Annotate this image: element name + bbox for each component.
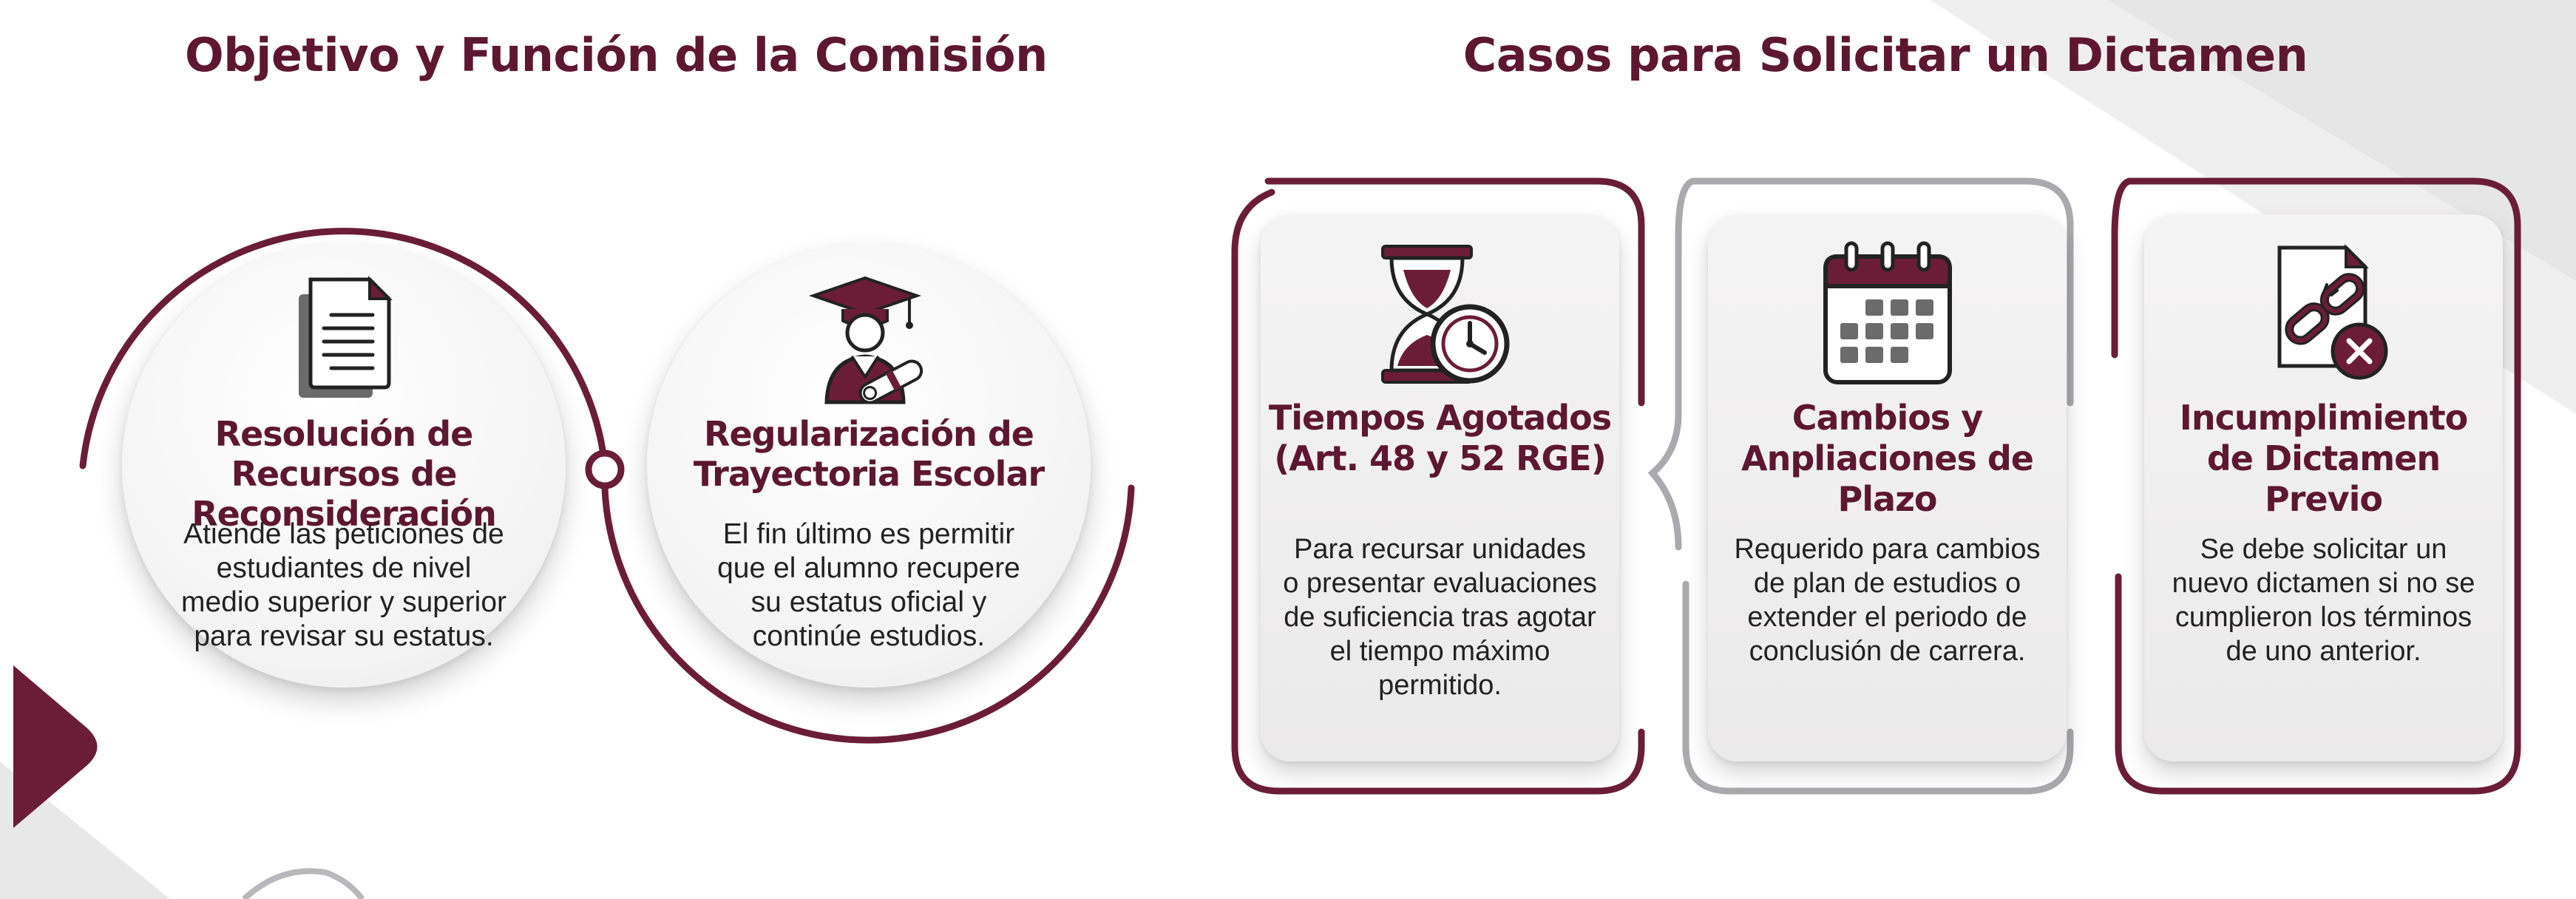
case-title: Cambios y Anpliaciones de Plazo [1741,398,2034,519]
bg-diagonal-band-dark [2107,0,2576,281]
bg-corner-maroon-triangle [13,665,98,828]
case-card-previous-ruling: Incumplimiento de Dictamen Previo Se deb… [2144,214,2503,761]
objective-description: Atiende las peticiones de estudiantes de… [180,518,507,652]
document-icon [299,276,393,398]
case-card-time-exhausted: Tiempos Agotados (Art. 48 y 52 RGE) Para… [1261,214,1619,761]
case-title: Tiempos Agotados (Art. 48 y 52 RGE) [1268,398,1612,478]
bg-gray-arc [242,868,365,899]
case-title: Incumplimiento de Dictamen Previo [2179,398,2469,519]
objective-title: Regularización de Trayectoria Escolar [693,414,1045,494]
objective-title: Resolución de Recursos de Reconsideració… [191,414,497,534]
objective-description: El fin último es permitir que el alumno … [717,518,1020,652]
objective-item-resolution: Resolución de Recursos de Reconsideració… [122,244,566,688]
case-3-outline [2115,177,2521,795]
case-1-outline [1231,189,1645,795]
case-2-outline-bottom [1682,580,2074,795]
hourglass-clock-icon [1380,245,1509,384]
case-2-outline-left [1647,177,1697,551]
left-section-title: Objetivo y Función de la Comisión [185,28,1048,82]
case-description: Se debe solicitar un nuevo dictamen si n… [2172,534,2475,667]
case-3-outline-left [2111,177,2133,359]
connector-node [585,450,625,489]
calendar-icon [1823,241,1952,384]
connector-arc-top [79,228,609,469]
connector-arc-bottom [601,462,1135,744]
broken-link-document-icon [2277,244,2387,380]
case-card-plan-changes: Cambios y Anpliaciones de Plazo Requerid… [1708,214,2067,761]
graduate-icon [808,276,923,404]
right-section-title: Casos para Solicitar un Dictamen [1462,28,2308,82]
objective-item-regularization: Regularización de Trayectoria Escolar El… [647,244,1091,688]
case-2-outline-top [1689,177,2074,407]
case-1-outline-top [1264,177,1645,407]
case-description: Requerido para cambios de plan de estudi… [1734,534,2041,667]
case-description: Para recursar unidades o presentar evalu… [1283,534,1597,701]
